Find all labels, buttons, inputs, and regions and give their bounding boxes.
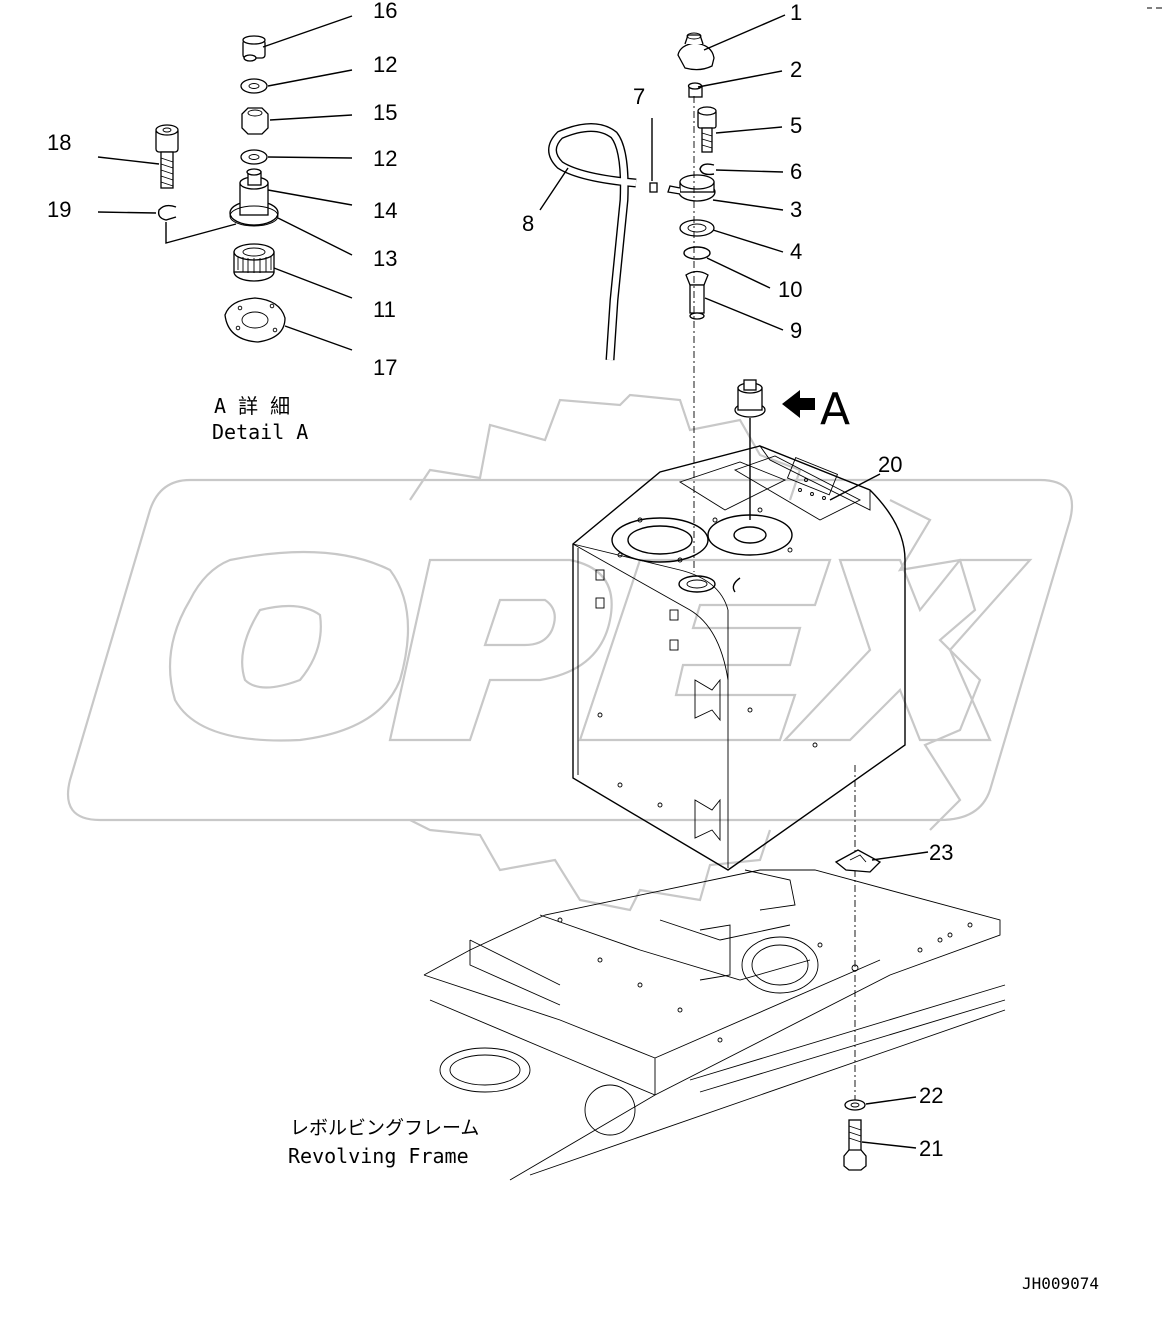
label-15: 15 (373, 100, 397, 125)
fuel-tank (572, 445, 906, 1100)
watermark-letter-o (168, 550, 410, 742)
label-21: 21 (919, 1136, 943, 1161)
part-17-gasket (224, 297, 286, 343)
filler-leaders (539, 14, 786, 331)
label-14: 14 (373, 198, 397, 223)
label-4: 4 (790, 239, 802, 264)
label-20: 20 (878, 452, 902, 477)
label-7: 7 (633, 84, 645, 109)
watermark-logo (66, 393, 1074, 912)
watermark-letter-x (782, 558, 1033, 742)
filler-cap-assembly (539, 14, 786, 572)
label-17: 17 (373, 355, 397, 380)
view-arrow-icon (782, 390, 815, 418)
part-14-breather-body (229, 168, 279, 226)
part-23-spacer (834, 849, 929, 873)
part-4-gasket (679, 219, 715, 237)
label-13: 13 (373, 246, 397, 271)
label-9: 9 (790, 318, 802, 343)
label-11: 11 (373, 297, 396, 322)
part-19-snap-ring (157, 204, 177, 221)
detail-a-assembly (97, 15, 353, 351)
part-12-washer-lower (240, 149, 268, 165)
tank-opening-breather (707, 514, 793, 556)
label-8: 8 (522, 211, 534, 236)
watermark-letter-p (388, 558, 613, 742)
label-12a: 12 (373, 52, 397, 77)
frame-caption-jp: レボルビングフレーム (290, 1117, 479, 1139)
part-20-cover-plate (786, 456, 839, 500)
revolving-frame (423, 869, 1006, 1181)
part-18-bolt (155, 124, 179, 189)
captions: A 詳 細 Detail A レボルビングフレーム Revolving Fram… (212, 394, 1099, 1293)
detail-a-leaders (97, 15, 353, 351)
part-15-nut (241, 107, 269, 135)
detail-a-caption-en: Detail A (212, 420, 308, 444)
tank-filler-neck (678, 575, 716, 593)
label-10: 10 (778, 277, 802, 302)
part-5-bolt (697, 106, 717, 153)
view-a-indicator (734, 379, 815, 520)
watermark-banner (66, 478, 1074, 822)
breather-on-tank (734, 379, 766, 418)
label-5: 5 (790, 113, 802, 138)
part-1-cap (677, 32, 715, 71)
label-2: 2 (790, 57, 802, 82)
label-6: 6 (790, 159, 802, 184)
part-3-cap-base (667, 174, 716, 202)
frame-caption-en: Revolving Frame (288, 1144, 469, 1168)
part-10-o-ring (683, 246, 711, 260)
label-23: 23 (929, 840, 953, 865)
part-22-washer (844, 1096, 917, 1111)
label-16: 16 (373, 0, 397, 23)
drawing-code: JH009074 (1022, 1274, 1099, 1293)
part-2-collar (687, 82, 703, 98)
tank-side-details (595, 507, 818, 842)
watermark-letter-e (578, 558, 832, 742)
tank-opening-large (611, 517, 709, 563)
part-9-strainer (685, 270, 709, 320)
part-21-bolt (843, 1119, 917, 1171)
part-12-washer-upper (240, 78, 268, 94)
part-11-strainer (233, 243, 275, 282)
label-19: 19 (47, 197, 71, 222)
label-22: 22 (919, 1083, 943, 1108)
part-16-cap (242, 35, 266, 62)
detail-a-caption-jp: A 詳 細 (214, 394, 290, 418)
label-3: 3 (790, 197, 802, 222)
part-number-labels: 16 12 15 18 12 19 14 13 11 17 1 2 7 5 6 … (47, 0, 953, 1161)
part-6-snap-ring (699, 163, 715, 176)
tank-top-plate (678, 461, 787, 511)
label-18: 18 (47, 130, 71, 155)
label-12b: 12 (373, 146, 397, 171)
view-marker-a: A (820, 384, 850, 435)
part-7-clip (649, 182, 658, 193)
part-13-flange (229, 205, 279, 227)
label-1: 1 (790, 0, 802, 25)
